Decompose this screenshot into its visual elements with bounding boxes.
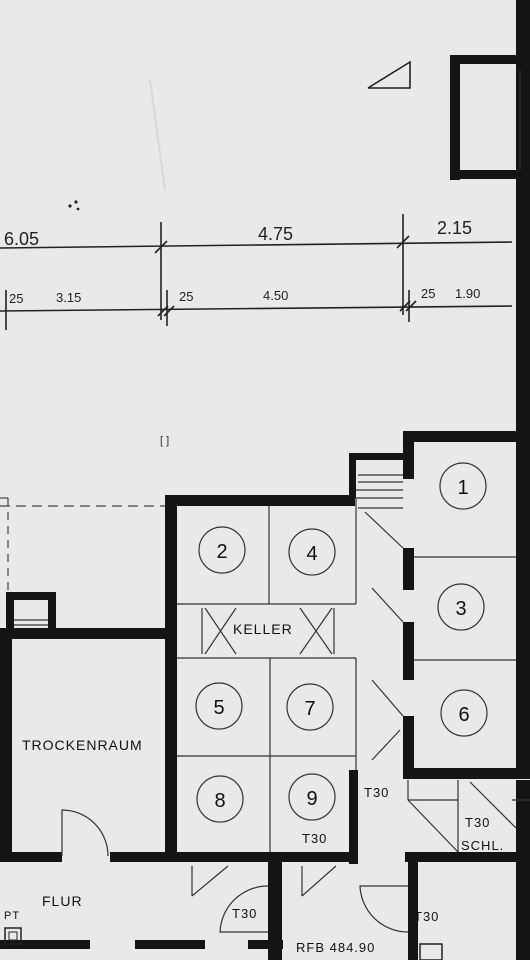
pt-symbol	[4, 927, 22, 945]
door-swings	[61, 511, 517, 933]
walls-main	[0, 431, 530, 960]
compartment-5: 5	[195, 682, 243, 730]
ink-dot	[74, 200, 78, 204]
keller-label-bg	[230, 618, 296, 638]
rfb-label: RFB 484.90	[296, 940, 375, 955]
dimension-label: 3.15	[56, 290, 81, 305]
compartment-markers: 1 2 3 4 5 6 7 8	[195, 462, 488, 823]
stair-hatch	[14, 474, 403, 626]
fixture-symbol	[419, 943, 443, 960]
room-label-trockenraum: TROCKENRAUM	[22, 737, 143, 753]
door-label-schl: SCHL.	[461, 838, 504, 853]
compartment-4: 4	[288, 528, 336, 576]
compartment-8: 8	[196, 775, 244, 823]
compartment-9: 9	[288, 773, 336, 821]
dimension-label: 1.90	[455, 286, 480, 301]
dimension-label: 25	[179, 289, 193, 304]
pt-symbol-inner	[8, 931, 18, 941]
section-marker-triangle	[367, 60, 411, 89]
door-label-t30: T30	[232, 906, 257, 921]
compartment-3: 3	[437, 583, 485, 631]
compartment-2: 2	[198, 526, 246, 574]
grid-symbol: [ ]	[160, 435, 169, 447]
ink-dot	[68, 204, 72, 208]
dimension-chain-overall: 6.05 4.75 2.15	[0, 214, 513, 320]
dimension-label: 25	[9, 291, 23, 306]
compartment-number: 2	[216, 541, 227, 563]
compartment-number: 5	[213, 697, 224, 719]
compartment-number: 7	[304, 698, 315, 720]
compartment-number: 4	[306, 543, 317, 565]
compartment-number: 8	[214, 790, 225, 812]
dashed-boundary	[0, 497, 166, 598]
paper-crease	[149, 79, 166, 191]
door-label-t30: T30	[302, 831, 327, 846]
door-label-t30: T30	[364, 785, 389, 800]
pt-label: PT	[4, 910, 20, 922]
room-label-flur: FLUR	[42, 893, 83, 909]
compartment-7: 7	[286, 683, 334, 731]
dimension-label: 4.75	[258, 224, 293, 244]
walls-upper-right	[450, 0, 530, 440]
compartment-1: 1	[439, 462, 487, 510]
dimension-label: 6.05	[4, 229, 39, 249]
door-label-t30: T30	[465, 815, 490, 830]
dimension-label: 25	[421, 286, 435, 301]
keller-aisle-marks	[201, 607, 335, 655]
ink-dot	[76, 207, 80, 211]
compartment-number: 6	[458, 704, 469, 726]
room-label-keller: KELLER	[233, 621, 293, 637]
dimension-chain-detail: 25 3.15 25 4.50 25 1.90	[0, 286, 513, 330]
partitions	[177, 489, 530, 852]
dimension-label: 4.50	[263, 288, 288, 303]
compartment-6: 6	[440, 689, 488, 737]
dimension-label: 2.15	[437, 218, 472, 238]
compartment-number: 9	[306, 788, 317, 810]
compartment-number: 3	[455, 598, 466, 620]
door-label-t30: T30	[414, 909, 439, 924]
compartment-number: 1	[457, 477, 468, 499]
